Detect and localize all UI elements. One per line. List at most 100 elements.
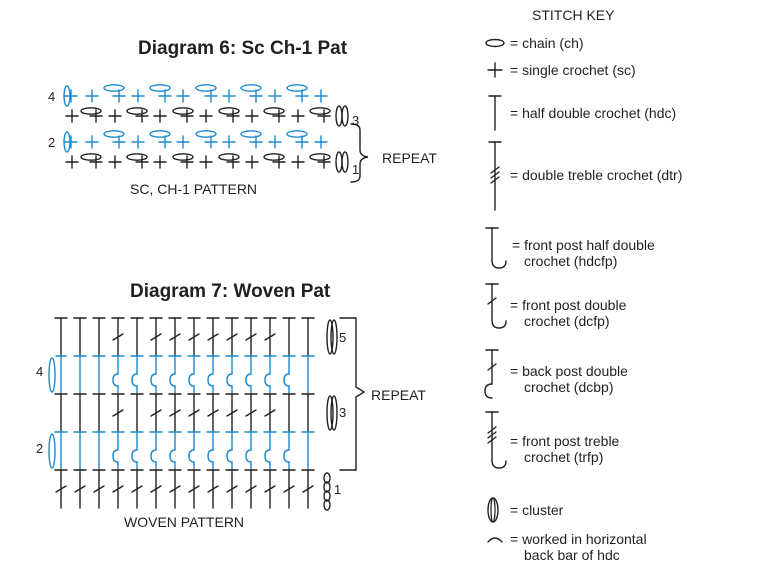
diagram7-caption: WOVEN PATTERN xyxy=(124,514,245,530)
key-text-dtr: = double treble crochet (dtr) xyxy=(510,167,683,183)
stroke xyxy=(207,449,214,463)
key-text-dcbp-2: crochet (dcbp) xyxy=(524,379,614,395)
chain-mark xyxy=(263,107,285,115)
diagram7-repeat-label: REPEAT xyxy=(371,387,426,403)
stroke xyxy=(112,409,124,417)
stroke xyxy=(207,333,219,341)
key-text-cluster: = cluster xyxy=(510,502,564,518)
stitch-key-icons xyxy=(484,38,507,543)
key-text-trfp-2: crochet (trfp) xyxy=(524,449,604,465)
stroke xyxy=(264,409,276,417)
stroke xyxy=(302,485,314,493)
stroke xyxy=(188,373,195,387)
diagram6-row-4: 4 xyxy=(48,89,56,104)
stroke xyxy=(264,449,271,463)
chain-mark xyxy=(63,131,71,153)
stroke xyxy=(150,409,162,417)
stroke xyxy=(169,373,176,387)
stroke xyxy=(245,485,257,493)
stroke xyxy=(226,485,238,493)
stroke xyxy=(131,449,138,463)
stroke xyxy=(112,333,124,341)
stroke xyxy=(169,409,181,417)
chain-mark xyxy=(335,151,343,173)
stroke xyxy=(207,373,214,387)
chain-mark xyxy=(149,84,171,92)
chain-mark xyxy=(172,153,194,161)
chain-mark xyxy=(126,107,148,115)
stitch-key-title: STITCH KEY xyxy=(532,7,615,23)
stroke xyxy=(487,363,497,371)
stroke xyxy=(487,426,497,434)
stroke xyxy=(207,485,219,493)
diagram7-title: Diagram 7: Woven Pat xyxy=(130,281,331,302)
diagram6-row-2: 2 xyxy=(48,135,56,150)
chain-mark xyxy=(323,490,331,502)
key-text-trfp: = front post treble xyxy=(510,433,620,449)
cluster-mark xyxy=(330,319,338,355)
stroke xyxy=(484,383,493,399)
chain-mark xyxy=(286,130,308,138)
stroke xyxy=(226,449,233,463)
chain-mark xyxy=(149,130,171,138)
chain-mark xyxy=(195,84,217,92)
key-text-hdcfp-2: crochet (hdcfp) xyxy=(524,253,618,269)
stroke xyxy=(112,449,119,463)
stroke xyxy=(487,297,497,305)
chain-mark xyxy=(126,153,148,161)
stroke xyxy=(150,373,157,387)
chain-mark xyxy=(218,107,240,115)
stroke xyxy=(350,123,369,183)
diagram6-row-3: 3 xyxy=(352,113,360,128)
stroke xyxy=(226,333,238,341)
stroke xyxy=(490,171,500,179)
key-text-hdc: = half double crochet (hdc) xyxy=(510,105,677,121)
stroke xyxy=(74,485,86,493)
stroke xyxy=(131,485,143,493)
key-text-back-bar-2: back bar of hdc xyxy=(524,547,620,563)
diagram6-repeat-label: REPEAT xyxy=(382,150,437,166)
diagram7-row-1: 1 xyxy=(334,482,342,497)
chain-mark xyxy=(103,84,125,92)
stroke xyxy=(487,431,497,439)
cluster-mark xyxy=(48,357,56,393)
stroke xyxy=(93,485,105,493)
chain-mark xyxy=(323,499,331,511)
key-text-chain: = chain (ch) xyxy=(510,35,584,51)
chain-mark xyxy=(240,84,262,92)
key-text-dcbp: = back post double xyxy=(510,363,628,379)
chain-mark xyxy=(263,153,285,161)
chain-mark xyxy=(341,105,349,127)
diagram6-row-1: 1 xyxy=(352,162,360,177)
stroke xyxy=(264,373,271,387)
stroke xyxy=(55,485,67,493)
chain-mark xyxy=(218,153,240,161)
key-text-dcfp: = front post double xyxy=(510,297,627,313)
chain-mark xyxy=(341,151,349,173)
stroke xyxy=(490,176,500,184)
chain-mark xyxy=(103,130,125,138)
chain-mark xyxy=(323,481,331,493)
diagram6-title: Diagram 6: Sc Ch-1 Pat xyxy=(138,38,348,59)
cluster-mark xyxy=(48,433,56,469)
stroke xyxy=(245,449,252,463)
chain-mark xyxy=(80,107,102,115)
chain-mark xyxy=(286,84,308,92)
chain-mark xyxy=(485,38,505,48)
stroke xyxy=(169,449,176,463)
stroke xyxy=(491,319,507,329)
chain-mark xyxy=(63,85,71,107)
stroke xyxy=(264,485,276,493)
diagram6-caption: SC, CH-1 PATTERN xyxy=(130,181,258,197)
stroke xyxy=(245,333,257,341)
diagram7-row-2: 2 xyxy=(36,441,44,456)
stroke xyxy=(283,373,290,387)
chain-mark xyxy=(309,107,331,115)
cluster-mark xyxy=(487,497,499,523)
chain-mark xyxy=(195,130,217,138)
stroke xyxy=(226,409,238,417)
chain-mark xyxy=(309,153,331,161)
stroke xyxy=(150,449,157,463)
stroke xyxy=(112,373,119,387)
